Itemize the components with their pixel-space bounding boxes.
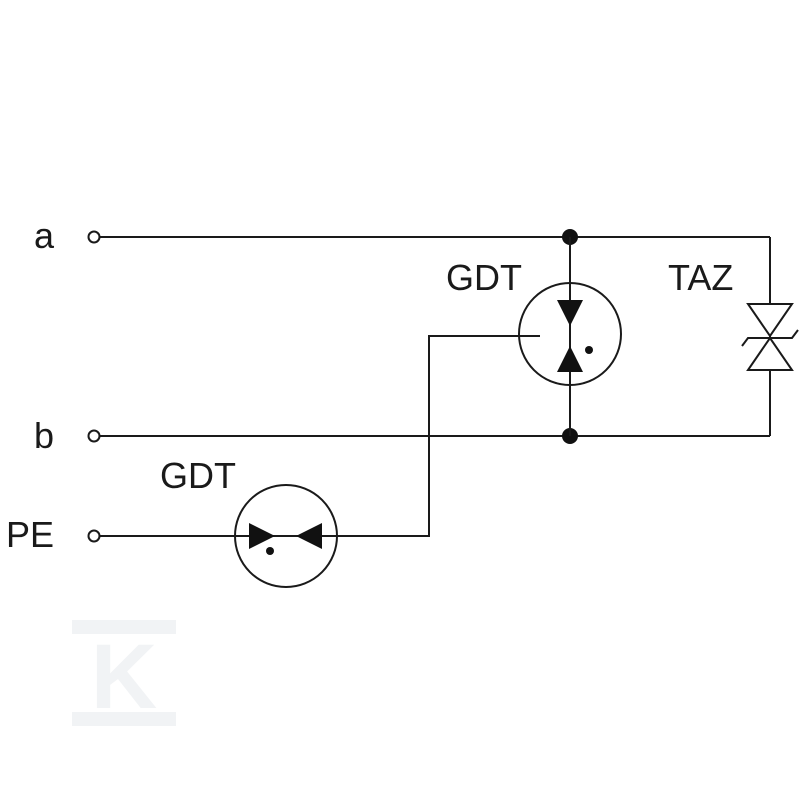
watermark-logo: K: [72, 620, 176, 728]
terminal-label-pe: PE: [6, 514, 54, 555]
gdt-bridge-symbol: [518, 237, 622, 436]
terminal-label-a: a: [34, 215, 55, 256]
taz-symbol: [741, 303, 799, 371]
watermark-letter: K: [91, 626, 157, 728]
terminal-pe-connector: [87, 529, 101, 543]
gdt-ground-symbol: [234, 484, 338, 588]
gdt-bridge-label: GDT: [446, 257, 522, 298]
terminal-a-connector: [87, 230, 101, 244]
terminal-b-connector: [87, 429, 101, 443]
terminal-label-b: b: [34, 415, 54, 456]
taz-label: TAZ: [668, 257, 733, 298]
gdt-ground-label: GDT: [160, 455, 236, 496]
